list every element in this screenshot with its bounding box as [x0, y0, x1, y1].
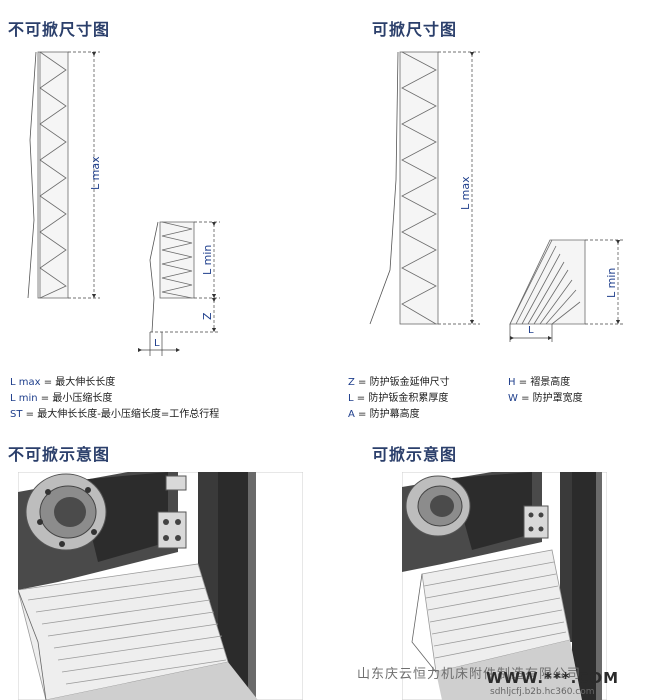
bellows-cover: [18, 563, 229, 700]
compressed-bellows-right: [509, 239, 586, 325]
legend-item: A = 防护幕高度: [348, 409, 420, 420]
title-non-tiltable-schematic: 不可掀示意图: [8, 445, 111, 464]
spindle-housing: [18, 472, 178, 590]
lmax-dimension-right: [438, 51, 480, 325]
bellows-cover-right: [411, 549, 571, 673]
extended-bellows-left: [27, 51, 69, 299]
tiltable-schematic-drawing: [402, 472, 607, 700]
title-non-tiltable-dimensions: 不可掀尺寸图: [8, 20, 111, 39]
site-watermark: WWW.***.COM: [486, 669, 620, 687]
legend-item: L min = 最小压缩长度: [10, 393, 113, 404]
non-tiltable-dimension-drawing: L max L min Z L: [27, 51, 220, 356]
lmin-label: L min: [201, 245, 214, 275]
legend-item: H = 褶景高度: [508, 377, 571, 388]
legend-item: W = 防护罩宽度: [508, 393, 583, 404]
legend-item: Z = 防护钣金延伸尺寸: [348, 377, 450, 388]
legend-item: L = 防护钣金积累厚度: [348, 393, 449, 404]
lmax-label: L max: [89, 156, 102, 190]
legend-item: ST = 最大伸长长度-最小压缩长度=工作总行程: [10, 409, 220, 420]
spindle-housing-right: [402, 472, 542, 572]
l-dimension: [137, 332, 181, 356]
lmin-label-right: L min: [605, 268, 618, 298]
lmax-label-right: L max: [459, 176, 472, 210]
lmin-dimension-right: [509, 239, 625, 342]
title-tiltable-dimensions: 可掀尺寸图: [372, 20, 458, 39]
non-tiltable-schematic-drawing: [18, 472, 303, 700]
title-tiltable-schematic: 可掀示意图: [372, 445, 458, 464]
legend-item: L max = 最大伸长长度: [10, 377, 116, 388]
url-watermark: sdhljcfj.b2b.hc360.com: [490, 687, 595, 697]
l-label-right: L: [528, 325, 534, 336]
legend-left: L max = 最大伸长长度 L min = 最小压缩长度 ST = 最大伸长长…: [10, 375, 219, 423]
legend-mid: Z = 防护钣金延伸尺寸 L = 防护钣金积累厚度 A = 防护幕高度: [348, 375, 450, 423]
extended-bellows-right: [369, 51, 439, 325]
l-label: L: [154, 338, 160, 349]
tiltable-dimension-drawing: L max L min L: [369, 51, 625, 342]
company-watermark: 山东庆云恒力机床附件制造有限公司: [357, 667, 582, 682]
compressed-bellows-left: [149, 221, 195, 333]
z-label: Z: [201, 312, 214, 320]
lmax-dimension: [68, 51, 100, 299]
legend-right: H = 褶景高度 W = 防护罩宽度: [508, 375, 583, 407]
